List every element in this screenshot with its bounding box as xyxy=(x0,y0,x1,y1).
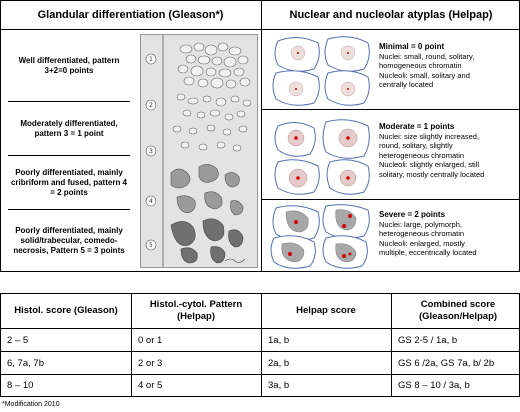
table-cell: 0 or 1 xyxy=(138,334,163,346)
table-cell: 2 – 5 xyxy=(7,334,29,346)
footnote: *Modification 2010 xyxy=(2,401,60,408)
helpap-label-severe: Severe = 2 points Nuclei: large, polymor… xyxy=(376,210,518,258)
vertical-divider xyxy=(261,0,262,272)
illustration-number-3: 3 xyxy=(149,148,153,155)
helpap-line: Nuclei: large, polymorph, xyxy=(379,219,462,229)
table-cell: 2 or 3 xyxy=(138,357,163,369)
helpap-line: solitary, mostly centrally located xyxy=(379,169,485,179)
helpap-line: Nuclei: size slightly increased, xyxy=(379,131,480,141)
table-header-gleason: Histol. score (Gleason) xyxy=(14,305,118,316)
helpap-header: Nuclear and nucleolar atyplas (Helpap) xyxy=(262,0,520,30)
helpap-row-3: Severe = 2 points Nuclei: large, polymor… xyxy=(262,200,520,272)
gleason-row-3: Poorly differentiated, mainly cribriform… xyxy=(8,156,130,210)
helpap-line: homogeneous chromatin xyxy=(379,61,462,70)
signature-mark xyxy=(224,258,246,263)
nuclei-minimal-image xyxy=(272,36,370,106)
helpap-title-severe: Severe = 2 points xyxy=(379,210,446,219)
illustration-number-2: 2 xyxy=(149,102,153,109)
col-divider xyxy=(131,294,132,396)
table-cell: GS 6 /2a, GS 7a, b/ 2b xyxy=(398,357,495,369)
score-table: Histol. score (Gleason) Histol.-cytol. P… xyxy=(0,293,520,397)
gleason-row-4: Poorly differentiated, mainly solid/trab… xyxy=(13,226,125,255)
table-cell: 8 – 10 xyxy=(7,380,34,391)
nuclei-severe-image xyxy=(270,204,370,269)
table-cell: 4 or 5 xyxy=(138,380,163,391)
gleason-illustration: 1 2 3 4 5 xyxy=(140,34,258,268)
table-cell: 1a, b xyxy=(268,334,290,346)
row-divider xyxy=(1,351,519,352)
table-cell: 6, 7a, 7b xyxy=(7,357,44,369)
helpap-line: heterogeneous chromatin xyxy=(379,229,465,238)
illustration-number-1: 1 xyxy=(149,56,153,63)
helpap-line: Nucleoli: small, solitary and xyxy=(379,70,470,80)
helpap-row-1: Minimal = 0 point Nuclei: small, round, … xyxy=(262,30,520,110)
helpap-line: Nucleoli: slightly enlarged, still xyxy=(379,160,480,169)
row-divider xyxy=(1,374,519,375)
table-cell: 2a, b xyxy=(268,357,290,369)
helpap-line: centrally located xyxy=(379,80,434,89)
table-header-helpap: Helpap score xyxy=(296,305,356,316)
helpap-row-2: Moderate = 1 points Nuclei: size slightl… xyxy=(262,110,520,200)
row-divider xyxy=(1,328,519,329)
table-header-combined: Combined score (Gleason/Helpap) xyxy=(418,299,498,322)
col-divider xyxy=(261,294,262,396)
helpap-label-minimal: Minimal = 0 point Nuclei: small, round, … xyxy=(376,42,518,90)
gleason-diagram-image: 1 2 3 4 5 xyxy=(141,35,257,267)
table-cell: GS 8 – 10 / 3a, b xyxy=(398,380,470,391)
gleason-row-2: Moderately differentiated, pattern 3 = 1… xyxy=(8,102,130,156)
table-cell: GS 2-5 / 1a, b xyxy=(398,334,458,346)
nuclei-moderate-image xyxy=(274,119,370,195)
helpap-line: round, solitary, slightly xyxy=(379,141,453,150)
col-divider xyxy=(391,294,392,396)
helpap-title-moderate: Moderate = 1 points xyxy=(379,122,455,131)
helpap-label-moderate: Moderate = 1 points Nuclei: size slightl… xyxy=(376,122,518,179)
helpap-line: Nucleoli: enlarged, mostly xyxy=(379,238,465,248)
illustration-number-4: 4 xyxy=(149,198,153,205)
gleason-label-column: Well differentiated, pattern 3+2=0 point… xyxy=(0,30,138,272)
helpap-line: heterogeneous chromatin xyxy=(379,150,465,160)
helpap-line: multiple, eccentrically located xyxy=(379,248,477,257)
table-header-pattern: Histol.-cytol. Pattern (Helpap) xyxy=(149,299,243,322)
gleason-row-1: Well differentiated, pattern 3+2=0 point… xyxy=(8,30,130,102)
gleason-header: Glandular differentiation (Gleason*) xyxy=(0,0,261,30)
helpap-line: Nuclei: small, round, solitary, xyxy=(379,51,475,61)
helpap-title-minimal: Minimal = 0 point xyxy=(379,42,445,51)
illustration-number-5: 5 xyxy=(149,242,153,249)
table-cell: 3a, b xyxy=(268,380,290,391)
